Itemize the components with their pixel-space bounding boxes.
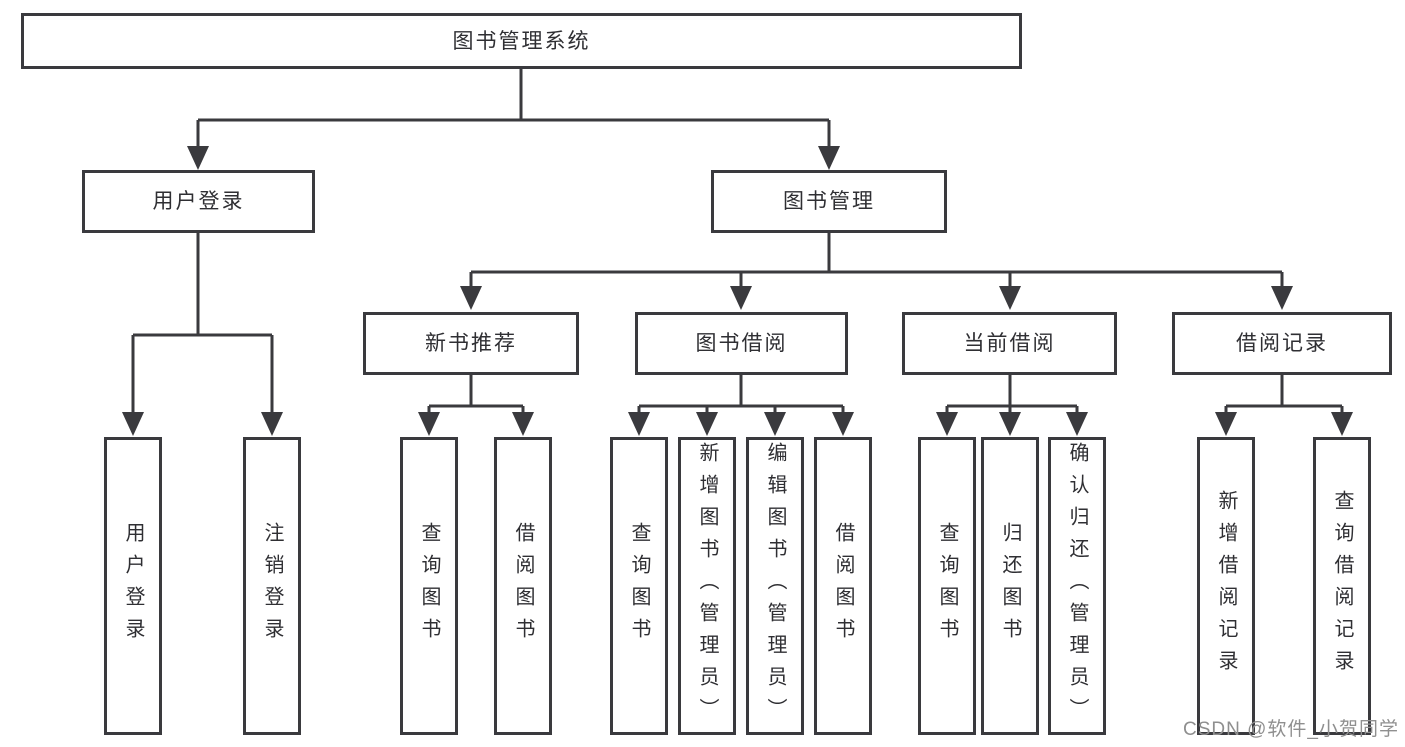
node-user-login-label: 用户登录 (152, 190, 245, 213)
leaf-return-book: 归还图书 (981, 437, 1039, 735)
leaf-query-books-recommend: 查询图书 (400, 437, 458, 735)
leaf-borrow-books-recommend-label: 借阅图书 (512, 522, 534, 650)
leaf-add-book-admin: 新增图书（管理员） (678, 437, 736, 735)
leaf-edit-book-admin: 编辑图书（管理员） (746, 437, 804, 735)
leaf-borrow-books-recommend: 借阅图书 (494, 437, 552, 735)
leaf-add-borrow-record-label: 新增借阅记录 (1215, 490, 1237, 682)
node-borrow-records-label: 借阅记录 (1236, 332, 1328, 355)
node-borrow-records: 借阅记录 (1172, 312, 1392, 375)
leaf-add-book-admin-label: 新增图书（管理员） (696, 442, 718, 730)
leaf-query-books-borrow-label: 查询图书 (628, 522, 650, 650)
leaf-borrow-books-2: 借阅图书 (814, 437, 872, 735)
node-root: 图书管理系统 (21, 13, 1022, 69)
leaf-edit-book-admin-label: 编辑图书（管理员） (764, 442, 786, 730)
node-root-label: 图书管理系统 (452, 29, 591, 53)
leaf-user-login-label: 用户登录 (122, 522, 144, 650)
leaf-query-books-borrow: 查询图书 (610, 437, 668, 735)
node-book-management: 图书管理 (711, 170, 947, 233)
leaf-query-books-current: 查询图书 (918, 437, 976, 735)
leaf-query-books-recommend-label: 查询图书 (418, 522, 440, 650)
node-current-borrow-label: 当前借阅 (963, 332, 1056, 355)
leaf-user-login: 用户登录 (104, 437, 162, 735)
node-new-book-recommend-label: 新书推荐 (425, 332, 517, 355)
leaf-query-books-current-label: 查询图书 (936, 522, 958, 650)
leaf-borrow-books-2-label: 借阅图书 (832, 522, 854, 650)
node-book-borrow: 图书借阅 (635, 312, 848, 375)
node-user-login: 用户登录 (82, 170, 315, 233)
leaf-return-book-label: 归还图书 (999, 522, 1021, 650)
node-book-borrow-label: 图书借阅 (695, 332, 788, 355)
leaf-confirm-return-admin: 确认归还（管理员） (1048, 437, 1106, 735)
leaf-query-borrow-record: 查询借阅记录 (1313, 437, 1371, 735)
leaf-add-borrow-record: 新增借阅记录 (1197, 437, 1255, 735)
node-current-borrow: 当前借阅 (902, 312, 1117, 375)
leaf-query-borrow-record-label: 查询借阅记录 (1331, 490, 1353, 682)
node-new-book-recommend: 新书推荐 (363, 312, 579, 375)
leaf-confirm-return-admin-label: 确认归还（管理员） (1066, 442, 1088, 730)
node-book-management-label: 图书管理 (783, 190, 875, 213)
leaf-logout-login: 注销登录 (243, 437, 301, 735)
csdn-watermark: CSDN @软件_小贺同学 (1183, 719, 1399, 740)
leaf-logout-login-label: 注销登录 (261, 522, 283, 650)
